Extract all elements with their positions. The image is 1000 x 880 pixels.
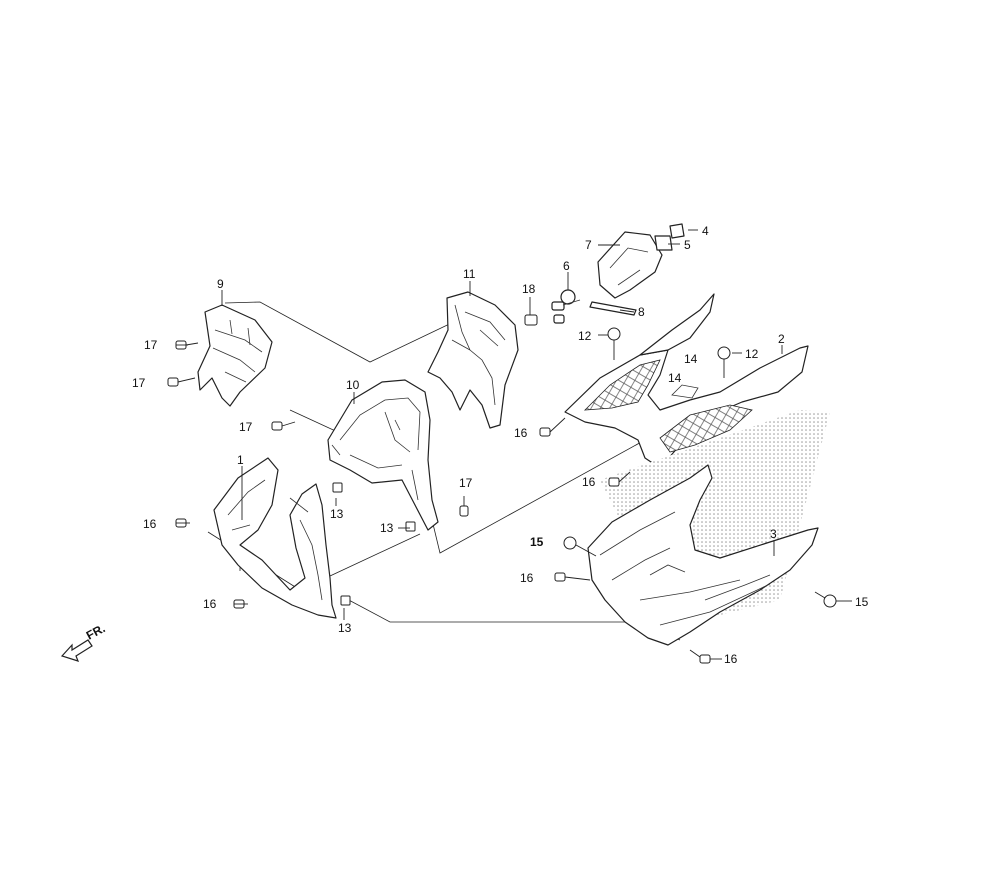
part-10-inner-frame[interactable] (327, 379, 439, 531)
callout-7: 7 (585, 238, 592, 252)
bolt-12-b[interactable] (717, 346, 731, 378)
part-5-plate[interactable] (654, 235, 673, 251)
bolt-15-a[interactable] (563, 536, 597, 557)
screw-17-b[interactable] (167, 377, 196, 387)
callout-14-b: 14 (668, 371, 682, 385)
front-direction-indicator: FR. (60, 621, 108, 662)
callout-13-b: 13 (380, 521, 394, 535)
callout-13-c: 13 (338, 621, 352, 635)
screw-16-c[interactable] (539, 417, 566, 437)
callout-9: 9 (217, 277, 224, 291)
part-1-side-cover[interactable] (213, 457, 337, 619)
callout-labels: 1 2 3 4 5 6 7 8 9 10 11 12 12 13 13 13 1… (132, 224, 869, 666)
callout-6: 6 (563, 259, 570, 273)
bolt-12-a[interactable] (607, 327, 621, 360)
callout-15-a: 15 (530, 535, 544, 549)
callout-13-a: 13 (330, 507, 344, 521)
bolt-15-b[interactable] (814, 591, 837, 608)
screw-17-c[interactable] (271, 421, 296, 431)
screw-17-d[interactable] (459, 496, 469, 517)
callout-16-a: 16 (143, 517, 157, 531)
callout-10: 10 (346, 378, 360, 392)
callout-14-a: 14 (684, 352, 698, 366)
part-4-clip[interactable] (669, 223, 685, 239)
front-label: FR. (84, 621, 108, 642)
callout-17-b: 17 (132, 376, 146, 390)
callout-12-a: 12 (578, 329, 592, 343)
callout-17-c: 17 (239, 420, 253, 434)
callout-16-c: 16 (514, 426, 528, 440)
part-2-floor-board[interactable] (564, 293, 809, 469)
callout-2: 2 (778, 332, 785, 346)
screw-16-f[interactable] (689, 649, 711, 664)
callout-16-d: 16 (582, 475, 596, 489)
callout-11: 11 (463, 267, 476, 281)
part-7-bracket[interactable] (597, 231, 663, 299)
callout-18: 18 (522, 282, 536, 296)
callout-3: 3 (770, 527, 777, 541)
front-arrow-icon (60, 639, 93, 662)
callout-leaders (176, 229, 852, 660)
part-11-upper-panel[interactable] (427, 291, 519, 429)
clip-13-c[interactable] (340, 595, 351, 606)
part-6-lock-set[interactable] (551, 289, 581, 324)
callout-16-e: 16 (520, 571, 534, 585)
callout-12-b: 12 (745, 347, 759, 361)
callout-4: 4 (702, 224, 709, 238)
clip-13-b[interactable] (405, 521, 416, 532)
part-8-rod[interactable] (589, 301, 637, 316)
part-9-inner-panel[interactable] (197, 304, 273, 407)
callout-16-b: 16 (203, 597, 217, 611)
part-3-under-cover[interactable] (587, 410, 830, 646)
screw-16-d[interactable] (608, 471, 631, 487)
clip-13-a[interactable] (332, 482, 343, 493)
callout-8: 8 (638, 305, 645, 319)
callout-5: 5 (684, 238, 691, 252)
callout-16-f: 16 (724, 652, 738, 666)
callout-1: 1 (237, 453, 244, 467)
screw-16-e[interactable] (554, 572, 591, 582)
callout-15-b: 15 (855, 595, 869, 609)
bolt-18[interactable] (524, 297, 538, 326)
callout-17-d: 17 (459, 476, 473, 490)
callout-17-a: 17 (144, 338, 158, 352)
